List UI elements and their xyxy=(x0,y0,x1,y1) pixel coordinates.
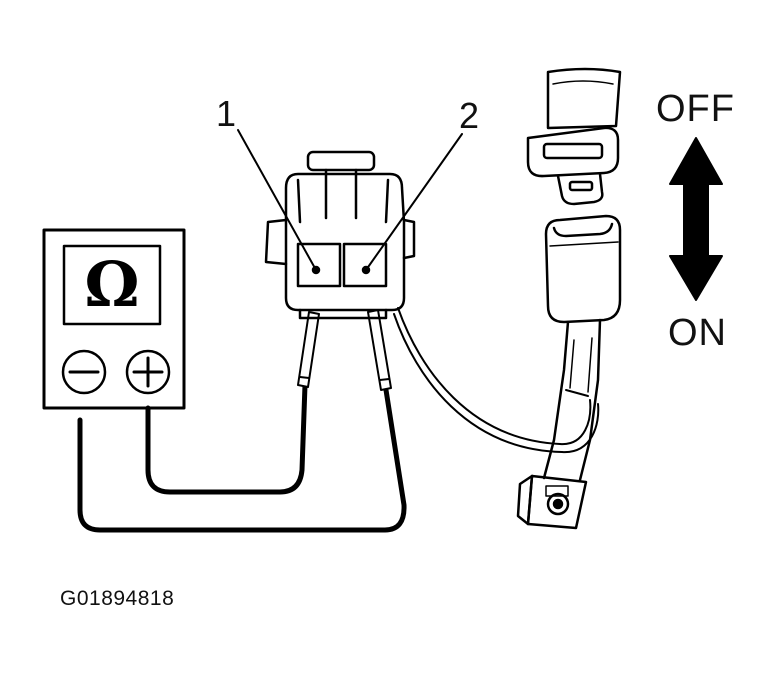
positive-terminal-icon xyxy=(125,349,171,395)
test-lead-negative xyxy=(77,387,407,533)
test-lead-positive xyxy=(145,382,308,495)
ohm-symbol: Ω xyxy=(84,248,140,321)
ohmmeter-icon xyxy=(42,228,186,410)
wire-harness xyxy=(393,307,600,454)
seat-belt-latch-icon xyxy=(526,67,622,206)
terminal-2-label: 2 xyxy=(459,95,480,136)
double-arrow-icon xyxy=(669,137,723,301)
off-label: OFF xyxy=(656,88,735,130)
probe-2 xyxy=(367,309,392,391)
on-label: ON xyxy=(668,312,727,354)
probe-1 xyxy=(297,311,320,388)
negative-terminal-icon xyxy=(61,349,107,395)
terminal-1-label: 1 xyxy=(216,93,237,134)
seat-belt-buckle-icon xyxy=(516,214,622,530)
figure-id: G01894818 xyxy=(60,587,175,610)
leader-line-1 xyxy=(237,129,317,271)
connector-icon xyxy=(264,150,416,320)
leader-line-2 xyxy=(365,133,463,271)
